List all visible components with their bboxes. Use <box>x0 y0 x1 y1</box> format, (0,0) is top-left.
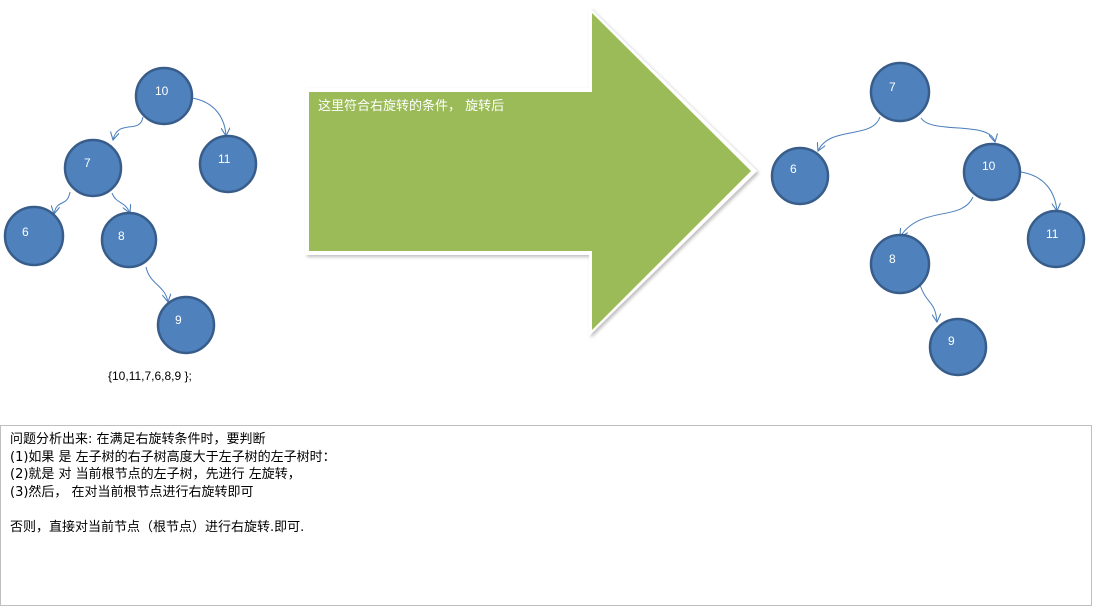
tree-node-6: 6 <box>3 205 65 267</box>
svg-text:7: 7 <box>84 156 91 170</box>
after-tree-nodes: 7 6 10 11 8 9 <box>770 61 1086 377</box>
tree-node-9: 9 <box>928 317 988 377</box>
svg-text:11: 11 <box>1046 227 1059 241</box>
note-line-3: (2)就是 对 当前根节点的左子树，先进行 左旋转， <box>10 467 301 482</box>
arrow-caption: 这里符合右旋转的条件， 旋转后 <box>318 99 505 114</box>
edge-8-9 <box>919 284 937 322</box>
svg-text:10: 10 <box>155 84 169 98</box>
edge-10-7 <box>113 116 144 140</box>
edge-10-11 <box>1020 171 1057 211</box>
transition-arrow <box>305 7 757 336</box>
svg-text:9: 9 <box>175 313 182 327</box>
before-tree-edges <box>54 97 226 302</box>
svg-text:6: 6 <box>22 225 29 239</box>
after-tree-edges <box>818 116 1057 322</box>
edge-7-6 <box>54 191 71 214</box>
tree-node-7: 7 <box>63 138 123 198</box>
insertion-array-label: {10,11,7,6,8,9 }; <box>108 369 192 383</box>
tree-node-10: 10 <box>134 66 194 126</box>
svg-text:7: 7 <box>889 80 896 94</box>
edge-7-6 <box>818 116 881 151</box>
note-line-5 <box>10 501 1082 519</box>
tree-node-8: 8 <box>869 233 931 295</box>
edge-10-8 <box>900 196 974 237</box>
svg-text:6: 6 <box>790 162 797 176</box>
note-line-1: 问题分析出来: 在满足右旋转条件时，要判断 <box>10 432 266 447</box>
edge-8-9 <box>145 266 168 302</box>
note-line-6: 否则，直接对当前节点（根节点）进行右旋转.即可. <box>10 519 305 535</box>
note-line-2: (1)如果 是 左子树的右子树高度大于左子树的左子树时： <box>10 449 336 465</box>
note-line-4: (3)然后， 在对当前根节点进行右旋转即可 <box>10 484 254 500</box>
tree-node-8: 8 <box>100 211 158 269</box>
edge-10-11 <box>191 97 226 136</box>
tree-node-11: 11 <box>198 134 258 194</box>
edge-7-8 <box>111 192 130 213</box>
svg-text:8: 8 <box>118 229 125 243</box>
edge-7-10 <box>920 117 995 142</box>
before-tree-nodes: 10 11 7 6 8 9 <box>3 66 258 355</box>
svg-text:8: 8 <box>889 252 896 266</box>
tree-node-10: 10 <box>962 142 1022 202</box>
svg-text:10: 10 <box>982 159 996 173</box>
tree-node-9: 9 <box>156 295 216 355</box>
tree-node-7: 7 <box>869 61 931 123</box>
analysis-note-box: 问题分析出来: 在满足右旋转条件时，要判断 (1)如果 是 左子树的右子树高度大… <box>0 425 1092 606</box>
svg-text:11: 11 <box>218 152 231 166</box>
tree-node-6: 6 <box>770 146 830 206</box>
svg-text:9: 9 <box>948 334 955 348</box>
avl-rotation-diagram: 10 11 7 6 8 9 <box>3 7 1086 377</box>
tree-node-11: 11 <box>1026 209 1086 269</box>
